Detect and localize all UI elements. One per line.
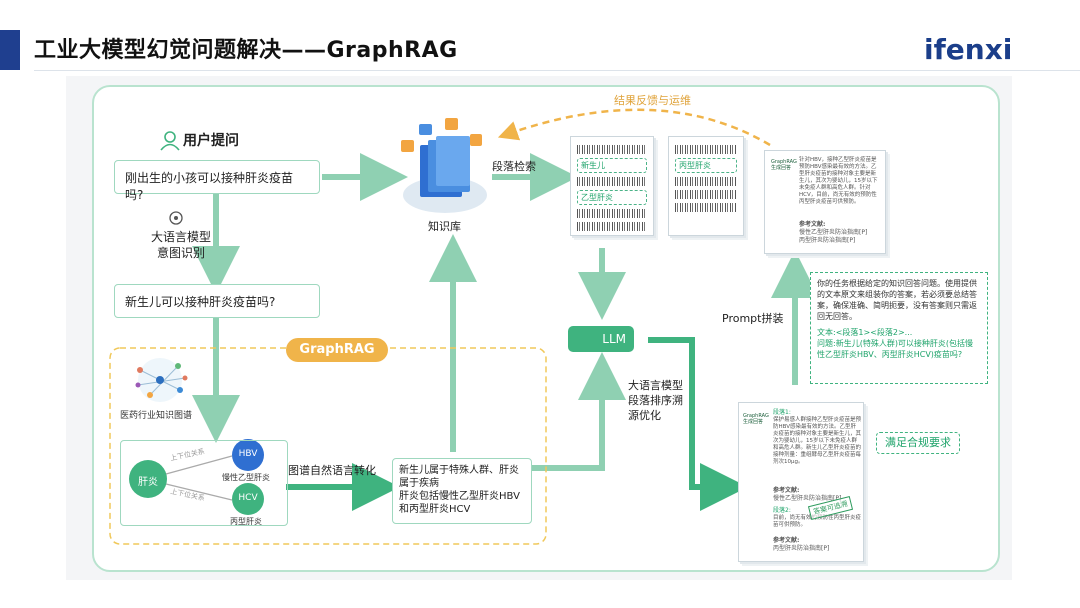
rerank-label: 大语言模型 段落排序溯 源优化 bbox=[628, 379, 683, 422]
graphrag-container bbox=[109, 347, 547, 545]
node-hbv-label: HBV bbox=[238, 449, 258, 459]
arrow-text-to-llm bbox=[530, 352, 626, 471]
brand-logo: ifenxi bbox=[924, 33, 1013, 66]
doc-tag-hepb: 乙型肝炎 bbox=[577, 190, 647, 205]
answer-para1-body: 保护易感人群接种乙型肝炎疫苗是预防HBV感染最有效的方法。乙型肝炎疫苗的接种对象… bbox=[773, 417, 862, 465]
prompt-context-line: 文本:<段落1><段落2>... bbox=[817, 328, 913, 337]
answer-card-bottom: GraphRAG 生成回答 段落1: 保护易感人群接种乙型肝炎疫苗是预防HBV感… bbox=[738, 402, 864, 562]
answer-top-ref-1: 慢性乙型肝炎防治指南[P] bbox=[799, 229, 868, 236]
kg-label: 医药行业知识图谱 bbox=[120, 411, 193, 421]
feedback-label: 结果反馈与运维 bbox=[614, 94, 691, 107]
llm-label: LLM bbox=[602, 332, 626, 346]
feedback-arc bbox=[497, 108, 771, 147]
node-hcv-label: HCV bbox=[238, 493, 258, 503]
node-root-label: 肝炎 bbox=[138, 477, 158, 488]
answer-ref-label-1: 参考文献: bbox=[773, 487, 800, 494]
intent-recognition-label: 大语言模型 意图识别 bbox=[150, 230, 211, 260]
answer-top-ref-label: 参考文献: bbox=[799, 221, 826, 228]
page-title: 工业大模型幻觉问题解决——GraphRAG bbox=[34, 38, 458, 63]
node-hbv-caption: 慢性乙型肝炎 bbox=[222, 473, 270, 482]
answer-ref-label-2: 参考文献: bbox=[773, 537, 800, 544]
answer-para2-label: 段落2: bbox=[773, 507, 791, 514]
graph-box bbox=[120, 440, 288, 526]
prompt-box: 你的任务根据给定的知识回答问题。使用提供的文本原文来组装你的答案，若必须要总结答… bbox=[810, 272, 988, 384]
answer-top-body: 针对HBV，接种乙型肝炎疫苗是预防HBV感染最有效的方法。乙型肝炎疫苗的接种对象… bbox=[799, 157, 878, 205]
node-hbv bbox=[232, 439, 264, 471]
arrow-llm-to-answer bbox=[648, 337, 748, 511]
edge-root-hbv bbox=[165, 455, 233, 475]
retrieved-doc-1: 新生儿 乙型肝炎 bbox=[570, 136, 654, 236]
kg-thumbnail bbox=[135, 358, 188, 402]
node-hcv-caption: 丙型肝炎 bbox=[230, 517, 262, 526]
prompt-instruction: 你的任务根据给定的知识回答问题。使用提供的文本原文来组装你的答案，若必须要总结答… bbox=[817, 279, 977, 321]
answer-ref-2: 丙型肝炎防治指南[P] bbox=[773, 545, 830, 552]
prompt-assembly-label: Prompt拼装 bbox=[722, 312, 784, 325]
user-question-box: 刚出生的小孩可以接种肝炎疫苗吗? bbox=[114, 160, 320, 202]
knowledge-base-label: 知识库 bbox=[428, 220, 461, 233]
answer-bottom-brand: GraphRAG 生成回答 bbox=[743, 413, 769, 425]
graph-convert-label: 图谱自然语言转化 bbox=[288, 464, 376, 477]
doc-tag-newborn: 新生儿 bbox=[577, 158, 647, 173]
edge-root-hcv bbox=[165, 483, 233, 501]
answer-top-brand: GraphRAG 生成回答 bbox=[771, 159, 797, 171]
user-question-heading: 用户提问 bbox=[183, 133, 239, 149]
retrieved-doc-2: 丙型肝炎 bbox=[668, 136, 744, 236]
user-question-text: 刚出生的小孩可以接种肝炎疫苗吗? bbox=[125, 171, 294, 202]
answer-para1-label: 段落1: bbox=[773, 409, 791, 416]
title-accent-bar bbox=[0, 30, 20, 70]
rewritten-question-text: 新生儿可以接种肝炎疫苗吗? bbox=[125, 295, 276, 309]
node-root bbox=[129, 460, 167, 498]
answer-card-top: GraphRAG 生成回答 针对HBV，接种乙型肝炎疫苗是预防HBV感染最有效的… bbox=[764, 150, 886, 254]
nl-text-line-1: 新生儿属于特殊人群、肝炎属于疾病 bbox=[399, 465, 519, 489]
rewritten-question-box: 新生儿可以接种肝炎疫苗吗? bbox=[114, 284, 320, 318]
llm-logo-icon bbox=[169, 211, 183, 225]
answer-top-ref-2: 丙型肝炎防治指南[P] bbox=[799, 237, 856, 244]
nl-text-line-2: 肝炎包括慢性乙型肝炎HBV和丙型肝炎HCV bbox=[399, 491, 520, 515]
node-hcv bbox=[232, 483, 264, 515]
nl-text-box: 新生儿属于特殊人群、肝炎属于疾病 肝炎包括慢性乙型肝炎HBV和丙型肝炎HCV bbox=[392, 458, 532, 524]
compliance-callout: 满足合规要求 bbox=[876, 432, 960, 454]
user-icon bbox=[160, 131, 180, 151]
prompt-question-line: 问题:新生儿(特殊人群)可以接种肝炎(包括慢性乙型肝炎HBV、丙型肝炎HCV)疫… bbox=[817, 339, 974, 359]
llm-node: LLM bbox=[568, 326, 634, 352]
doc-tag-hepc: 丙型肝炎 bbox=[675, 158, 737, 173]
title-divider bbox=[34, 70, 1080, 71]
compliance-label: 满足合规要求 bbox=[885, 436, 951, 449]
retrieval-label: 段落检索 bbox=[492, 160, 536, 173]
knowledge-base-icon bbox=[401, 118, 487, 213]
graphrag-badge: GraphRAG bbox=[286, 338, 388, 362]
answer-ref-1: 慢性乙型肝炎防治指南[P] bbox=[773, 495, 842, 502]
